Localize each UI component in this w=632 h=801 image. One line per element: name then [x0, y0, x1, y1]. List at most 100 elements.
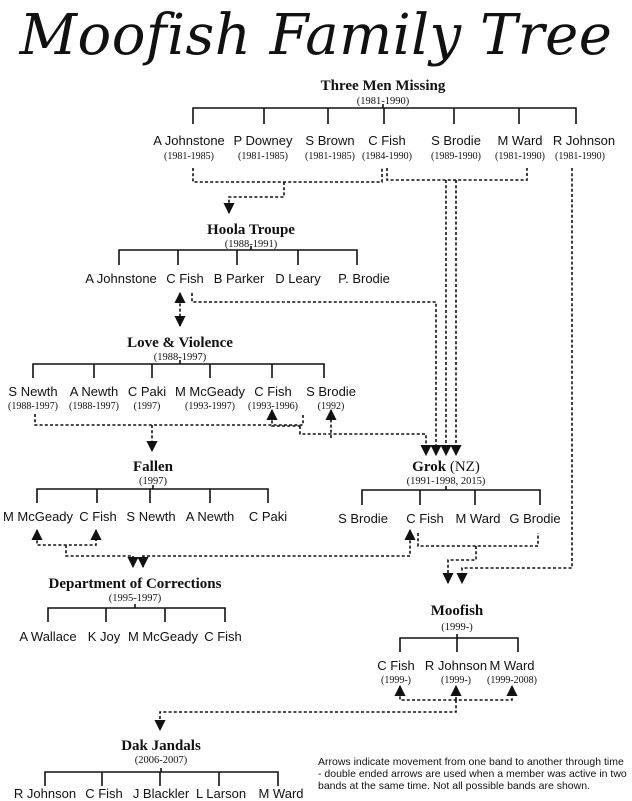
- member-name: M McGeady: [174, 384, 246, 399]
- member-name: C Fish: [79, 509, 117, 524]
- member-name: R Johnson: [552, 133, 616, 148]
- band-years: (2006-2007): [134, 755, 188, 766]
- member-years: (1992): [317, 401, 345, 412]
- member-years: (1993-1996): [248, 401, 298, 412]
- member-name: A Wallace: [19, 629, 77, 644]
- member-name: J Blackler: [132, 786, 190, 801]
- arrow-fallen-to-doc: [31, 528, 102, 546]
- member-name: C Fish: [377, 658, 415, 673]
- member-name: M Ward: [497, 133, 543, 148]
- member-years: (1999-): [441, 675, 471, 686]
- member-name: R Johnson: [13, 786, 77, 801]
- member-years: (1999-): [381, 675, 411, 686]
- member-name: D Leary: [275, 271, 321, 286]
- member-name: M Ward: [455, 511, 501, 526]
- member-name: C Fish: [166, 271, 204, 286]
- band-title: Hoola Troupe: [176, 222, 326, 239]
- page-title: Moofish Family Tree: [19, 3, 613, 68]
- member-name: C Fish: [85, 786, 123, 801]
- member-name: A Newth: [69, 384, 119, 399]
- member-name: M Ward: [258, 786, 304, 801]
- band-years: (1988-1997): [153, 352, 207, 363]
- member-years: (1989-1990): [431, 151, 481, 162]
- member-years: (1999-2008): [487, 675, 537, 686]
- member-years: (1981-1985): [305, 151, 355, 162]
- member-name: P. Brodie: [338, 271, 390, 286]
- member-name: S Brown: [305, 133, 355, 148]
- member-name: P Downey: [233, 133, 293, 148]
- band-name: Three Men Missing: [320, 78, 446, 94]
- bracket-hoola-troupe: [118, 246, 358, 265]
- member-name: C Paki: [248, 509, 288, 524]
- member-name: S Newth: [126, 509, 176, 524]
- member-name: S Newth: [8, 384, 58, 399]
- arrow-hoola-to-grok: [191, 293, 442, 457]
- band-title: Department of Corrections: [40, 576, 230, 593]
- band-name: Dak Jandals: [121, 738, 201, 754]
- member-name: A Johnstone: [85, 271, 157, 286]
- member-name: C Fish: [368, 133, 406, 148]
- member-name: R Johnson: [424, 658, 488, 673]
- band-years: (1995-1997): [108, 593, 162, 604]
- member-name: M McGeady: [127, 629, 199, 644]
- member-years: (1993-1997): [185, 401, 235, 412]
- arrow-love-grok-double: [266, 408, 300, 427]
- band-years: (1997): [139, 476, 167, 487]
- member-years: (1981-1985): [164, 151, 214, 162]
- bracket-tmm-brodie-ward: [386, 168, 528, 181]
- band-name: Department of Corrections: [48, 576, 222, 592]
- band-name: Moofish: [430, 603, 484, 619]
- bracket-doc: [47, 604, 226, 622]
- member-name: C Fish: [254, 384, 292, 399]
- band-years: (1999-): [441, 622, 473, 633]
- arrow-grok-to-doc: [137, 528, 416, 569]
- bracket-grok: [361, 486, 541, 505]
- member-name: A Newth: [185, 509, 235, 524]
- member-years: (1988-1997): [8, 401, 58, 412]
- band-title: Moofish: [407, 603, 507, 620]
- member-years: (1988-1997): [69, 401, 119, 412]
- member-name: M Ward: [489, 658, 535, 673]
- member-name: S Brodie: [431, 133, 481, 148]
- bracket-love-violence: [32, 360, 325, 378]
- bracket-moofish: [399, 634, 519, 652]
- member-name: C Fish: [204, 629, 242, 644]
- arrow-love-to-fallen: [34, 414, 304, 451]
- arrow-love-grok-double-2: [299, 426, 432, 457]
- band-years: (1988-1991): [224, 239, 278, 250]
- member-years: (1981-1985): [238, 151, 288, 162]
- member-name: G Brodie: [509, 511, 561, 526]
- member-name: C Fish: [406, 511, 444, 526]
- arrow-rjohnson-to-moofish: [456, 168, 573, 585]
- band-years: (1991-1998, 2015): [406, 476, 486, 487]
- member-years: (1981-1990): [495, 151, 545, 162]
- member-name: K Joy: [87, 629, 121, 644]
- band-name: Fallen: [133, 459, 173, 475]
- member-name: L Larson: [195, 786, 247, 801]
- bracket-three-men-missing: [192, 104, 577, 124]
- movement-arrows: [31, 168, 573, 732]
- band-suffix: (NZ): [449, 459, 480, 475]
- member-name: S Brodie: [338, 511, 388, 526]
- member-name: B Parker: [213, 271, 265, 286]
- bracket-dak-jandals: [44, 768, 279, 786]
- member-name: S Brodie: [306, 384, 356, 399]
- arrow-moofish-to-dak: [154, 700, 457, 732]
- band-title: Grok (NZ): [376, 459, 516, 476]
- band-name: Grok: [412, 459, 447, 475]
- member-name: M McGeady: [2, 509, 74, 524]
- band-years: (1981-1990): [356, 96, 410, 107]
- arrow-tmm-to-hoola: [192, 168, 383, 213]
- band-title: Love & Violence: [105, 335, 255, 352]
- member-name: A Johnstone: [153, 133, 225, 148]
- member-years: (1997): [133, 401, 161, 412]
- band-title: Three Men Missing: [300, 78, 466, 95]
- bracket-fallen: [36, 485, 269, 503]
- band-title: Fallen: [103, 459, 203, 476]
- band-name: Hoola Troupe: [207, 222, 295, 238]
- member-name: C Paki: [127, 384, 167, 399]
- member-years: (1981-1990): [555, 151, 605, 162]
- band-title: Dak Jandals: [106, 738, 216, 755]
